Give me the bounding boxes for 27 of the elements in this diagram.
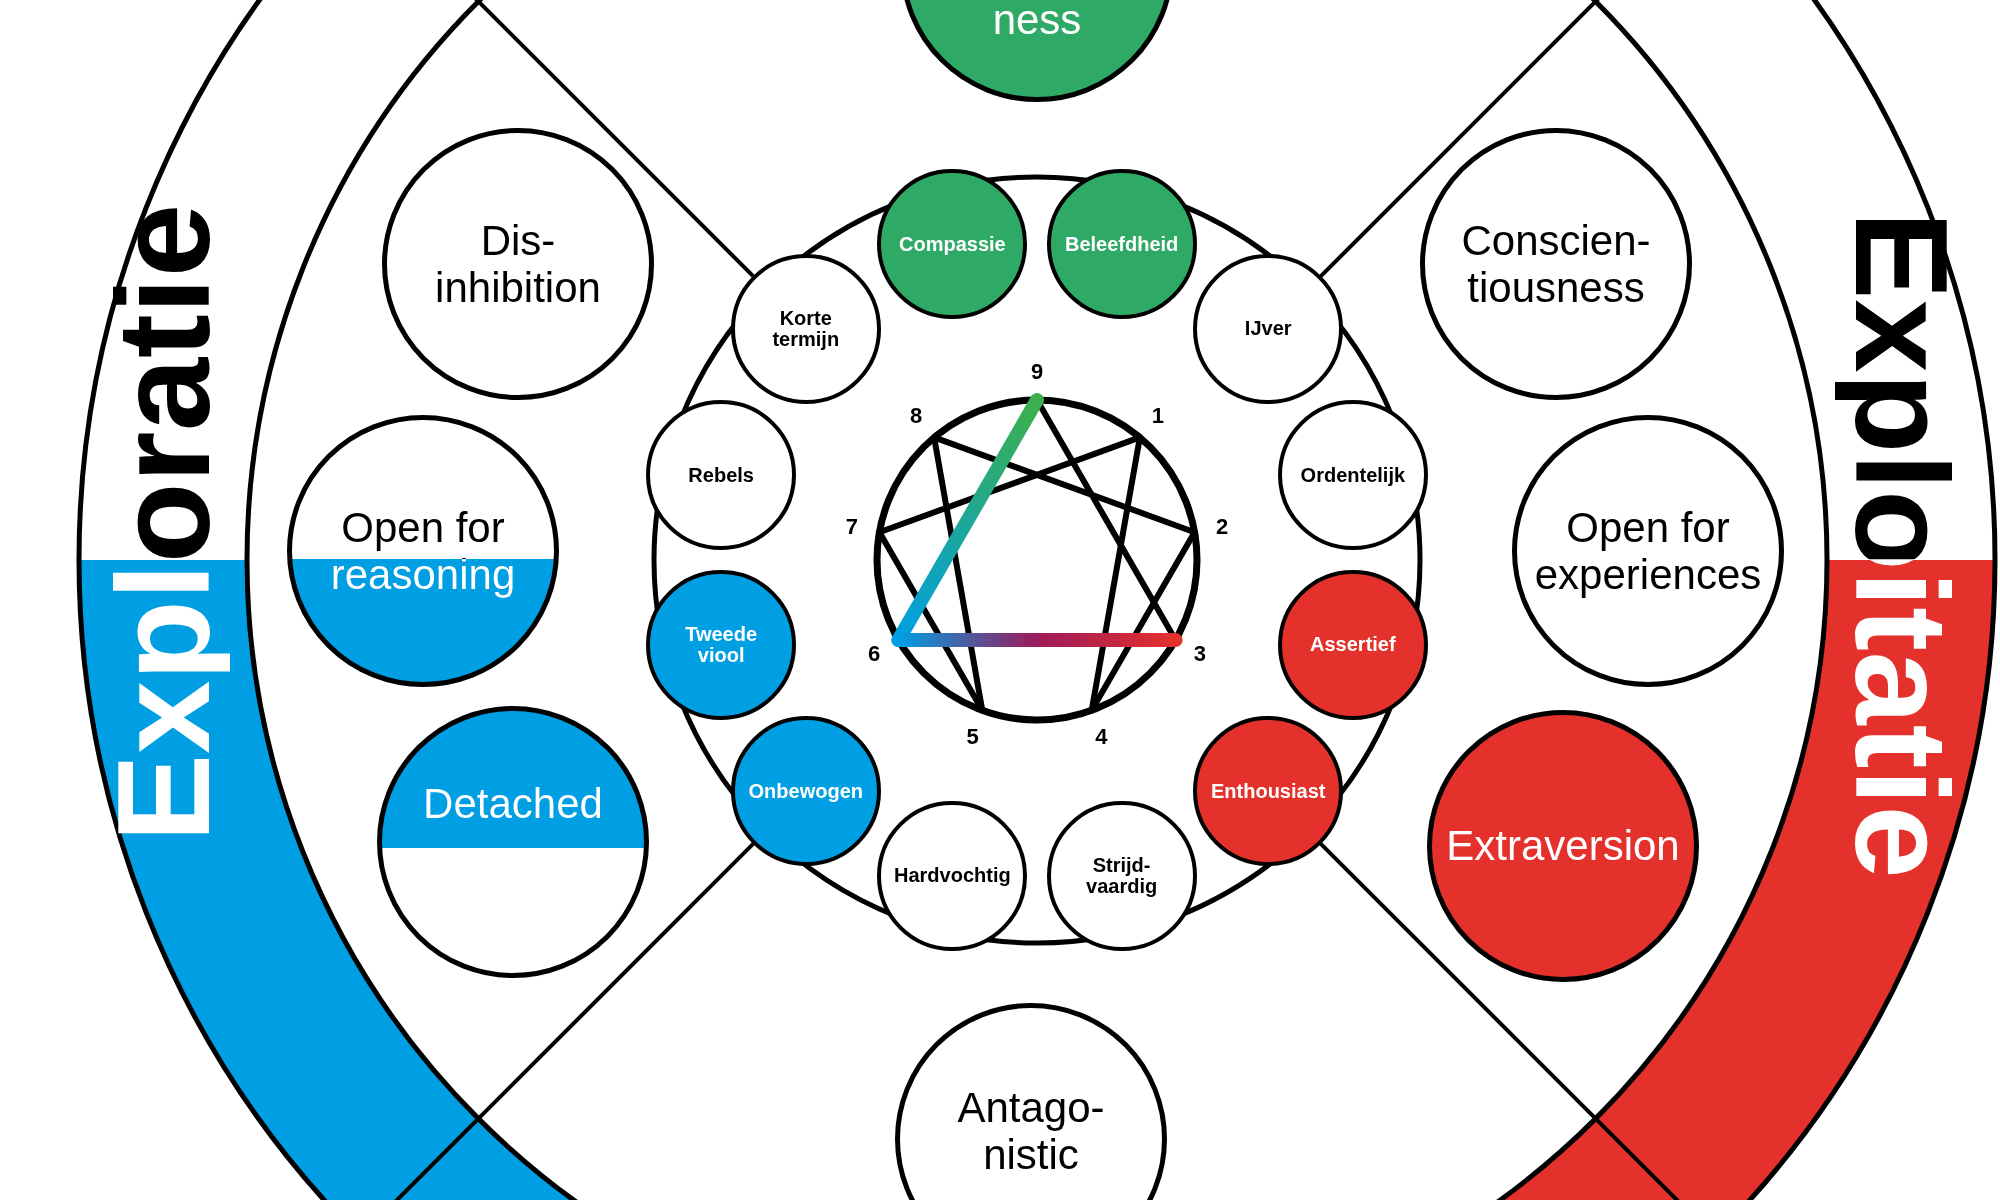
trait-label: Enthousiast bbox=[1211, 780, 1326, 802]
trait-label: Assertief bbox=[1310, 634, 1396, 656]
trait-label: Korte termijn bbox=[772, 307, 840, 350]
point-number: 3 bbox=[1193, 643, 1206, 665]
trait-label: Onbewogen bbox=[748, 780, 863, 802]
point-number: 4 bbox=[1095, 725, 1108, 748]
point-number: 1 bbox=[1151, 404, 1164, 427]
trait-label: Compassie bbox=[899, 233, 1006, 255]
trait-label: IJver bbox=[1244, 318, 1292, 340]
trait-label: Beleefdheid bbox=[1064, 233, 1179, 255]
trait-label: Rebels bbox=[688, 464, 754, 486]
dimension-label: ness bbox=[992, 0, 1082, 44]
dimension-label: Extraversion bbox=[1446, 822, 1680, 870]
trait-label: Tweede viool bbox=[685, 623, 758, 666]
point-number: 9 bbox=[1030, 361, 1044, 383]
dimension-label: Dis- inhibition bbox=[435, 216, 601, 312]
point-number: 5 bbox=[966, 725, 979, 748]
point-number: 6 bbox=[868, 643, 881, 665]
point-number: 7 bbox=[845, 516, 858, 539]
dimension-label: Antago- nistic bbox=[957, 1083, 1105, 1179]
dimension-label: Open for experiences bbox=[1534, 503, 1762, 599]
trait-label: Strijd- vaardig bbox=[1086, 854, 1158, 897]
point-number: 2 bbox=[1216, 516, 1229, 539]
dimension-label: Conscien- tiousness bbox=[1461, 216, 1651, 312]
point-number: 8 bbox=[910, 404, 923, 427]
trait-label: Ordentelijk bbox=[1300, 464, 1406, 486]
trait-label: Hardvochtig bbox=[894, 865, 1011, 887]
